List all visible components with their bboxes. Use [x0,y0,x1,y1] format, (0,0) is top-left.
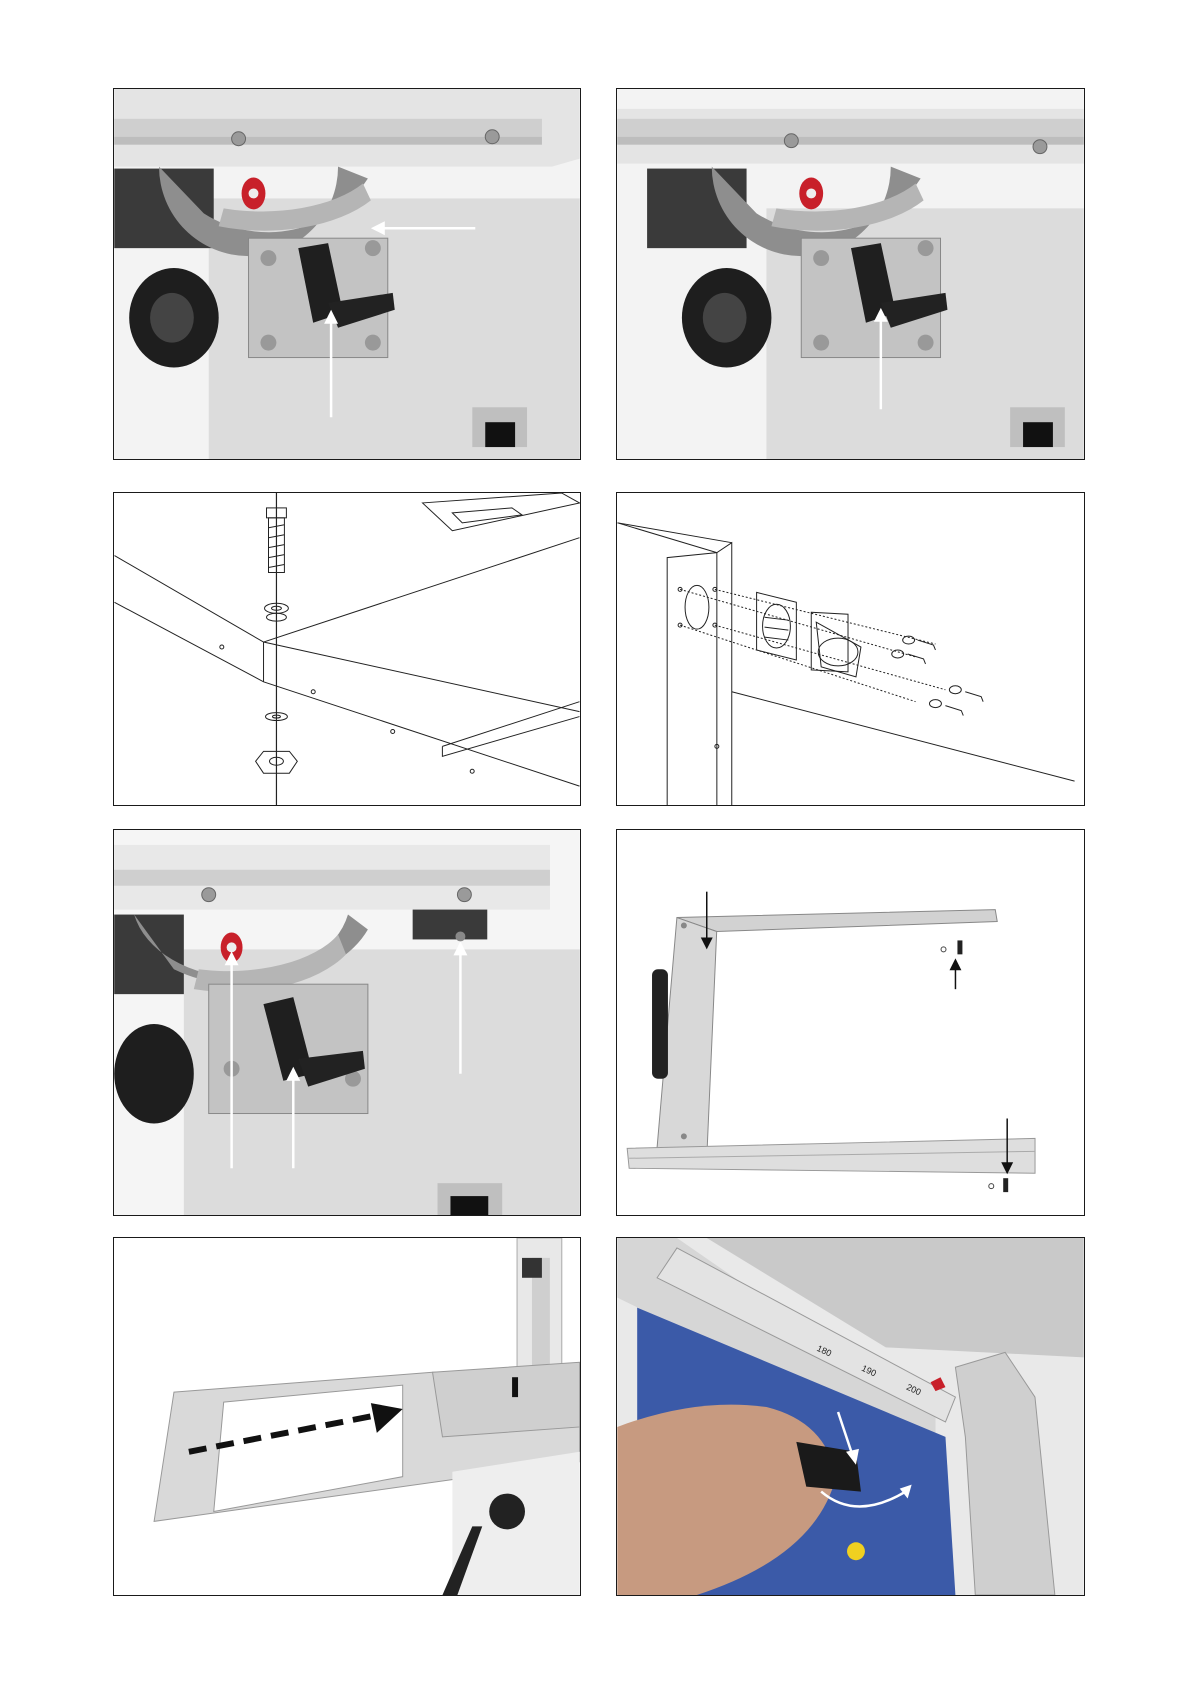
figure-table-tilt-lock [113,88,581,460]
slide-table-mount-illustration [114,1238,580,1595]
figure-table-screws [113,829,581,1216]
rail-frame-illustration [617,830,1084,1215]
figure-rail-frame [616,829,1085,1216]
bolt-assembly-diagram [114,493,580,805]
figure-scale-lever: 180 190 200 [616,1237,1085,1596]
dust-port-diagram [617,493,1084,805]
table-tilt-lock-illustration [114,89,580,459]
figure-dust-port [616,492,1085,806]
scale-lever-illustration: 180 190 200 [617,1238,1084,1595]
figure-bolt-assembly [113,492,581,806]
figure-slide-table-mount [113,1237,581,1596]
lock-lever-illustration [617,89,1084,459]
figure-lock-lever [616,88,1085,460]
table-screws-illustration [114,830,580,1215]
